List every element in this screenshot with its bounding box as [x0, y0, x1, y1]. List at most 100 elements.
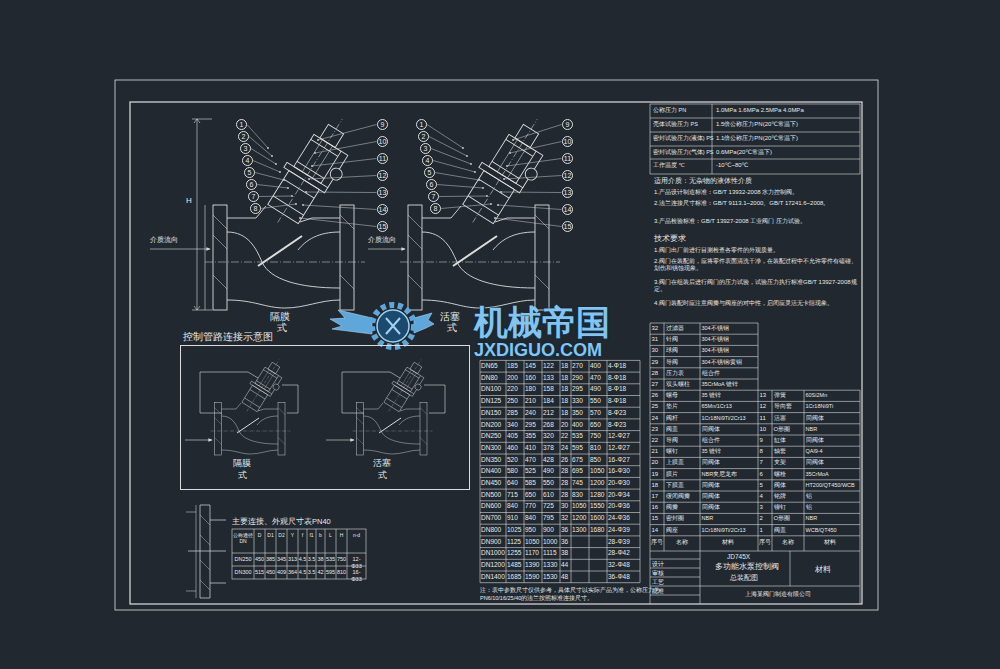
flange-table-cell: 3.5	[308, 556, 316, 563]
parts-list-cell: 同阀体	[702, 482, 720, 489]
dimension-table-cell: 1125	[507, 538, 521, 546]
parts-list-cell: 轴套	[774, 448, 786, 455]
dimension-table-cell: 240	[525, 409, 536, 417]
dimension-table-cell: 180	[525, 385, 536, 393]
schematic-frame: 控制管路连接示意图	[180, 345, 470, 490]
dimension-table-cell: 30	[561, 502, 568, 510]
parts-list-cell: 2	[760, 515, 763, 522]
dimension-table-cell: 1485	[507, 561, 521, 569]
parts-list-cell: 304不锈钢	[702, 336, 729, 343]
dimension-table-cell: 250	[507, 397, 518, 405]
callout-number: 7	[428, 191, 439, 202]
parts-list-cell: 阀盖	[666, 426, 678, 433]
spec-table-cell: 1.0MPa 1.6MPa 2.5MPa 4.0MPa	[716, 107, 858, 114]
title-block-text: 上海某阀门制造有限公司	[745, 591, 811, 598]
note-text: 1.产品设计制造标准：GB/T 13932-2008 水力控制阀。	[654, 189, 859, 196]
parts-list-cell: 60Si2Mn	[806, 392, 828, 399]
flange-table-cell: 38	[317, 556, 325, 563]
leader-dot	[474, 171, 476, 173]
callout-number: 4	[242, 155, 253, 166]
dimension-table-cell: 12-Φ27	[608, 444, 630, 452]
flange-table-cell: 16-Φ33	[348, 569, 366, 582]
flange-table-cell: 公称通径 DN	[233, 532, 254, 544]
parts-list-cell: 3	[760, 504, 763, 511]
dimension-table-cell: 36	[561, 538, 568, 546]
dimension-table-cell: 1530	[543, 573, 557, 581]
dimension-table-cell: 585	[525, 479, 536, 487]
view-label: 隔膜	[233, 458, 251, 469]
dimension-table-cell: 535	[572, 432, 583, 440]
dimension-table-cell: 160	[525, 374, 536, 382]
dimension-table-cell: 1330	[543, 561, 557, 569]
parts-list-cell: NBR	[806, 426, 818, 433]
dimension-table-cell: 1590	[525, 573, 539, 581]
parts-list-cell: 26	[652, 392, 659, 399]
dimension-table-cell: 8-Φ18	[608, 397, 626, 405]
dimension-table-cell: 220	[507, 385, 518, 393]
callout-number: 15	[562, 221, 573, 232]
leader-dot	[283, 179, 285, 181]
dimension-table-cell: 26	[561, 456, 568, 464]
dimension-table-cell: 18	[561, 374, 568, 382]
leader-line	[439, 196, 487, 198]
frame-heading: 控制管路连接示意图	[183, 331, 273, 342]
dimension-table-cell: DN300	[481, 444, 501, 452]
dimension-table-cell: 610	[543, 491, 554, 499]
dimension-table-cell: DN500	[481, 491, 501, 499]
leader-line	[504, 176, 562, 180]
dimension-table-cell: 1000	[543, 538, 557, 546]
leader-line	[309, 176, 377, 180]
dimension-table-cell: 580	[507, 467, 518, 475]
dimension-table-cell: 1025	[507, 526, 521, 534]
flange-table-cell: 450	[255, 556, 265, 563]
flange-table-cell: 409	[277, 569, 287, 576]
dimension-table-cell: DN1200	[481, 561, 505, 569]
leader-dot	[302, 204, 304, 206]
parts-list-cell: 1Cr18Ni9Ti/2Cr13	[702, 527, 746, 534]
parts-list-cell: 同阀体	[702, 426, 720, 433]
parts-list-cell: 密封圈	[666, 515, 684, 522]
title-block-text: 批准	[652, 588, 664, 595]
callout-number: 12	[377, 170, 388, 181]
flange-table-cell: L	[326, 532, 336, 538]
dimension-table-cell: 470	[525, 456, 536, 464]
parts-list-cell: 同阀体	[702, 459, 720, 466]
table-note: 注：表中参数尺寸仅供参考，具体尺寸以实际产品为准，公称压力为	[480, 587, 660, 594]
view-label: 式	[238, 470, 247, 481]
parts-list-cell: WCB/QT450	[806, 527, 837, 534]
leader-dot	[478, 179, 480, 181]
callout-number: 9	[377, 119, 388, 130]
note-text: 适用介质：无杂物的液体性介质	[654, 177, 859, 185]
dimension-table-cell: 320	[543, 432, 554, 440]
leader-line	[251, 149, 276, 165]
parts-list-cell: 20	[652, 459, 659, 466]
leader-line	[255, 173, 284, 181]
view-label: H	[186, 196, 192, 206]
parts-list-cell: 铭牌	[774, 493, 786, 500]
parts-list-cell: 7	[760, 459, 763, 466]
parts-list-cell: 材料	[722, 539, 734, 546]
view-label: 活塞	[373, 458, 391, 469]
parts-list-cell: 30	[652, 347, 659, 354]
parts-list-cell: 螺钉	[666, 448, 678, 455]
flange-table-cell: 345	[277, 556, 287, 563]
dimension-table-cell: 18	[561, 385, 568, 393]
parts-list-cell: 活塞	[774, 415, 786, 422]
callout-number: 8	[430, 203, 441, 214]
leader-line	[257, 185, 288, 189]
leader-line	[429, 137, 467, 157]
dimension-table-cell: 810	[590, 444, 601, 452]
callout-number: 3	[420, 143, 431, 154]
dimension-table-cell: 32	[561, 514, 568, 522]
parts-list-cell: 铝	[806, 504, 812, 511]
flange-table-cell: H	[337, 532, 347, 538]
leader-line	[249, 137, 272, 157]
flange-table-cell: 42	[317, 569, 325, 576]
dimension-table-cell: 8-Φ18	[608, 385, 626, 393]
dimension-table-cell: 24-Φ39	[608, 526, 630, 534]
dimension-table-cell: 840	[525, 514, 536, 522]
parts-list-cell: 阀盖	[774, 527, 786, 534]
dimension-table-cell: 8-Φ23	[608, 409, 626, 417]
dimension-table-cell: 18	[561, 362, 568, 370]
parts-list-cell: 16	[652, 504, 659, 511]
